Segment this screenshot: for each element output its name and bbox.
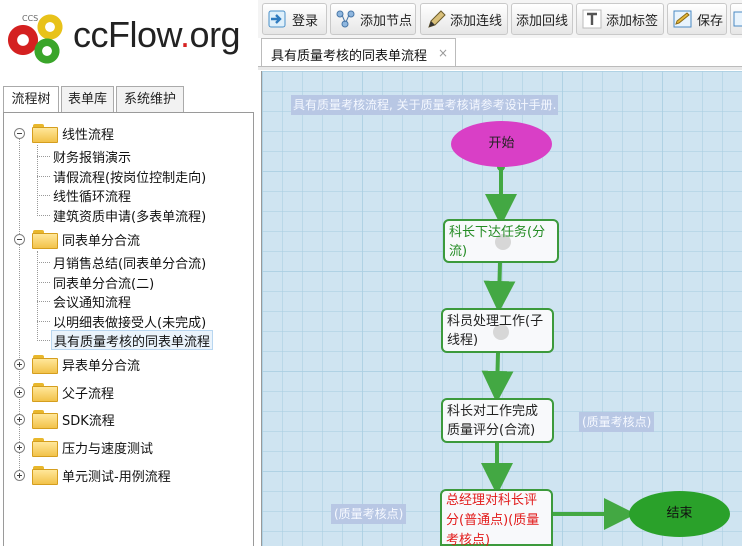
- tree-item[interactable]: 请假流程(按岗位控制走向): [53, 170, 207, 186]
- add-node-label: 添加节点: [360, 13, 413, 29]
- tree-branch: [37, 215, 50, 216]
- logo-small-text: CCS: [22, 14, 39, 23]
- add-line-button[interactable]: 添加连线: [420, 3, 508, 35]
- save-button[interactable]: 保存: [667, 3, 727, 35]
- expand-toggle-icon[interactable]: [14, 442, 25, 453]
- node-process-work[interactable]: 科员处理工作(子线程): [441, 308, 554, 353]
- login-button[interactable]: 登录: [262, 3, 327, 35]
- tree-item-selected[interactable]: 具有质量考核的同表单流程: [51, 330, 214, 350]
- app-logo: CCS ccFlow.org: [0, 0, 258, 72]
- more-icon: [731, 8, 742, 30]
- node-assign-task[interactable]: 科长下达任务(分流): [443, 219, 559, 263]
- tree-branch: [37, 262, 50, 263]
- add-label-label: 添加标签: [606, 13, 659, 29]
- logo-brand: ccFlow: [73, 14, 181, 55]
- login-arrow-icon: [267, 8, 289, 30]
- node-score-quality[interactable]: 科长对工作完成质量评分(合流): [441, 398, 554, 443]
- save-label: 保存: [697, 13, 724, 29]
- tree-item[interactable]: 财务报销演示: [53, 150, 132, 166]
- tree-item[interactable]: 同表单分合流(二): [53, 276, 155, 292]
- doc-tab-active[interactable]: 具有质量考核的同表单流程 ×: [261, 38, 456, 67]
- folder-icon: [32, 123, 58, 143]
- collapse-toggle-icon[interactable]: [14, 234, 25, 245]
- flow-description: 具有质量考核流程, 关于质量考核请参考设计手册.: [291, 95, 559, 115]
- tree-root-line: [19, 139, 20, 476]
- expand-toggle-icon[interactable]: [14, 414, 25, 425]
- node-handle[interactable]: [495, 234, 511, 250]
- tree-item[interactable]: 会议通知流程: [53, 295, 132, 311]
- doc-tab-title: 具有质量考核的同表单流程: [271, 49, 428, 64]
- edge-node2-to-node3: [481, 352, 514, 403]
- logo-tld: org: [189, 14, 241, 55]
- edge-node1-to-node2: [483, 261, 516, 313]
- add-node-icon: [335, 8, 357, 30]
- tree-item[interactable]: 建筑资质申请(多表单流程): [53, 209, 207, 225]
- tree-group-linear[interactable]: 线性流程: [62, 127, 115, 143]
- tree-item[interactable]: 线性循环流程: [53, 189, 132, 205]
- tree-group-diff-form[interactable]: 异表单分合流: [62, 358, 141, 374]
- collapse-toggle-icon[interactable]: [14, 128, 25, 139]
- save-icon: [672, 8, 694, 30]
- logo-brand-text: ccFlow.org: [73, 14, 241, 56]
- node-manager-score-label: 总经理对科长评分(普通点)(质量考核点): [446, 493, 540, 546]
- more-toolbar-button[interactable]: [730, 3, 742, 35]
- tree-item[interactable]: 以明细表做接受人(未完成): [53, 315, 207, 331]
- logo-dot: .: [180, 14, 190, 55]
- expand-toggle-icon[interactable]: [14, 359, 25, 370]
- tree-group-1-line: [37, 145, 38, 216]
- tree-group-stress-test[interactable]: 压力与速度测试: [62, 441, 154, 457]
- node-score-quality-label: 科长对工作完成质量评分(合流): [447, 404, 539, 438]
- end-node[interactable]: 结束: [629, 491, 730, 537]
- quality-check-tag[interactable]: (质量考核点): [331, 504, 407, 524]
- tree-branch: [37, 340, 50, 341]
- tree-branch: [37, 282, 50, 283]
- tree-group-2-line: [37, 251, 38, 341]
- flow-edges: [481, 163, 636, 530]
- expand-toggle-icon[interactable]: [14, 387, 25, 398]
- pencil-icon: [425, 8, 447, 30]
- node-manager-score[interactable]: 总经理对科长评分(普通点)(质量考核点): [440, 489, 553, 546]
- tree-branch: [37, 195, 50, 196]
- start-node[interactable]: 开始: [451, 121, 552, 167]
- tree-group-parent-child[interactable]: 父子流程: [62, 386, 115, 402]
- tree-item[interactable]: 月销售总结(同表单分合流): [53, 256, 207, 272]
- node-process-work-label: 科员处理工作(子线程): [447, 314, 544, 348]
- flow-tree-panel: 线性流程 财务报销演示 请假流程(按岗位控制走向) 线性循环流程 建筑资质申请(…: [3, 112, 254, 546]
- tree-branch: [37, 301, 50, 302]
- tab-flow-tree[interactable]: 流程树: [3, 86, 59, 114]
- add-return-label: 添加回线: [516, 13, 569, 29]
- add-return-line-button[interactable]: 添加回线: [511, 3, 573, 35]
- tab-system-maintenance[interactable]: 系统维护: [116, 86, 184, 113]
- text-t-icon: [581, 8, 603, 30]
- green-gear-icon: [32, 36, 62, 66]
- folder-icon: [32, 409, 58, 429]
- flow-canvas[interactable]: 具有质量考核流程, 关于质量考核请参考设计手册. 开始 科长下达任务(分流) 科…: [261, 71, 742, 546]
- tree-group-same-form[interactable]: 同表单分合流: [62, 233, 141, 249]
- tab-form-library[interactable]: 表单库: [61, 86, 114, 113]
- folder-icon: [32, 465, 58, 485]
- toolbar: 登录 添加节点 添加连线 添加回线 添加标签 保存: [258, 0, 742, 38]
- add-line-label: 添加连线: [450, 13, 503, 29]
- node-assign-task-label: 科长下达任务(分流): [449, 225, 546, 259]
- doc-tab-bar: [258, 66, 742, 70]
- tree-group-unit-test[interactable]: 单元测试-用例流程: [62, 469, 171, 485]
- login-label: 登录: [292, 13, 319, 29]
- quality-check-tag[interactable]: (质量考核点): [579, 412, 655, 432]
- folder-icon: [32, 354, 58, 374]
- tree-group-sdk[interactable]: SDK流程: [62, 413, 115, 429]
- node-handle[interactable]: [493, 324, 509, 340]
- folder-icon: [32, 382, 58, 402]
- tree-branch: [37, 321, 50, 322]
- close-icon[interactable]: ×: [437, 46, 449, 60]
- folder-icon: [32, 437, 58, 457]
- expand-toggle-icon[interactable]: [14, 470, 25, 481]
- tree-branch: [37, 156, 50, 157]
- add-label-button[interactable]: 添加标签: [576, 3, 664, 35]
- folder-icon: [32, 229, 58, 249]
- tree-branch: [37, 176, 50, 177]
- add-node-button[interactable]: 添加节点: [330, 3, 416, 35]
